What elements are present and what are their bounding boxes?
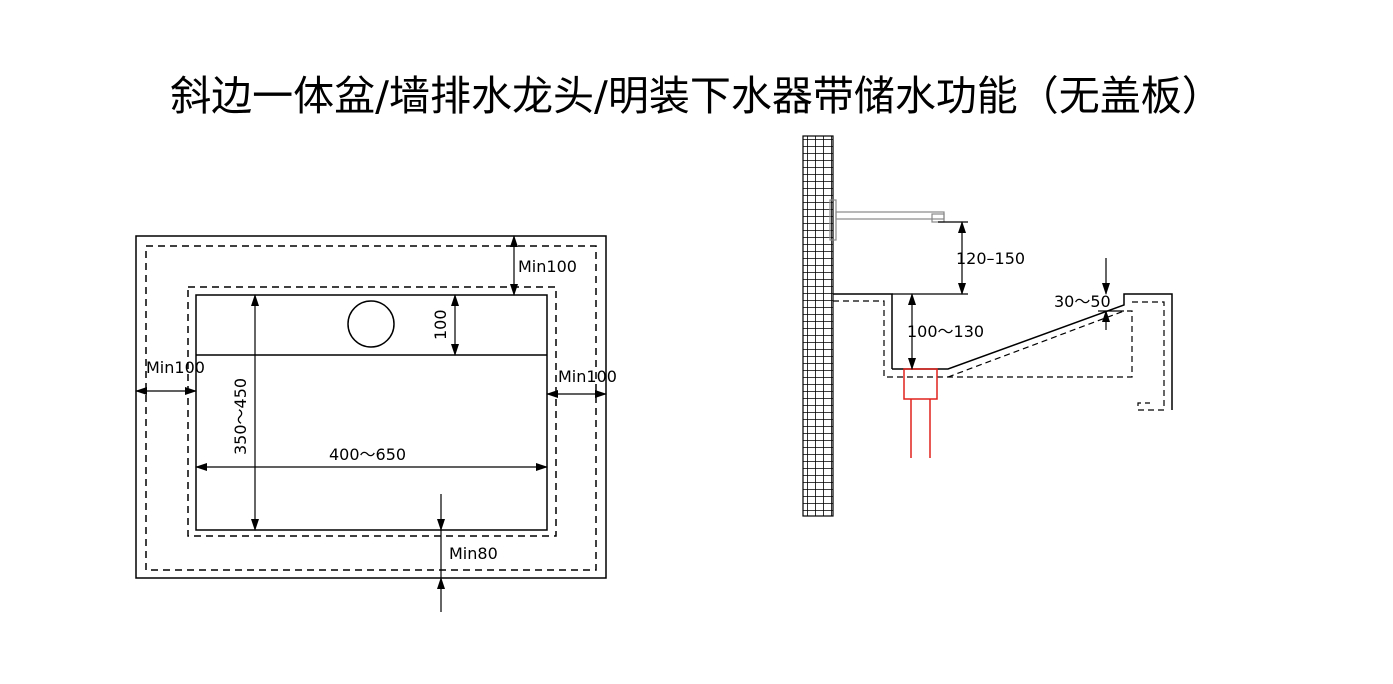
section-labels: 120–150 100～130 30～50 <box>907 249 1111 341</box>
basin-outline <box>195 294 548 531</box>
label-bottom-clearance: Min80 <box>449 544 498 563</box>
label-spout-height: 120–150 <box>956 249 1025 268</box>
label-top-clearance: Min100 <box>518 257 577 276</box>
plan-dimensions <box>135 235 607 612</box>
label-slope-rise: 30～50 <box>1054 292 1111 311</box>
label-faucet-zone: 100 <box>431 309 450 340</box>
sink-dashed <box>833 300 1165 411</box>
label-depth: 350～450 <box>231 378 250 455</box>
sink-floor <box>892 293 1173 410</box>
section-dimensions <box>892 221 1124 370</box>
label-left-clearance: Min100 <box>146 358 205 377</box>
drawing-title: 斜边一体盆/墙排水龙头/明装下水器带储水功能（无盖板） <box>170 72 1223 120</box>
plan-mid-dashed <box>187 286 557 537</box>
section-view <box>802 135 1173 517</box>
label-basin-depth: 100～130 <box>907 322 984 341</box>
plan-labels: Min100 Min100 Min100 100 350～450 400～650… <box>146 257 617 563</box>
plan-view <box>135 235 607 579</box>
drain-hole-plan <box>347 300 395 348</box>
brick-wall <box>802 135 834 517</box>
plan-outer-dashed <box>145 245 597 571</box>
sink-rim-left <box>833 293 893 369</box>
drain-outlet <box>903 368 938 458</box>
plan-outer-outline <box>135 235 607 579</box>
label-width: 400～650 <box>329 445 406 464</box>
label-right-clearance: Min100 <box>558 367 617 386</box>
faucet-spout <box>829 199 945 241</box>
